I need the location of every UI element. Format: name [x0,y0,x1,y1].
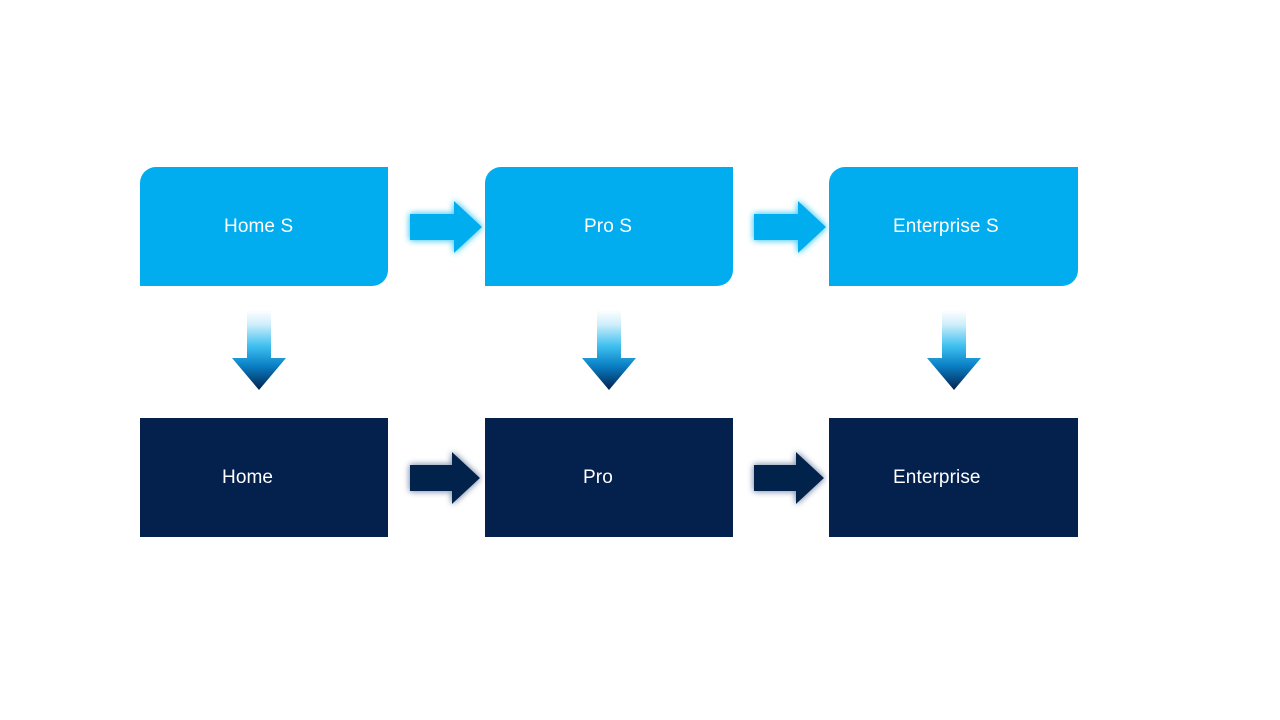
arrow-right-icon-pro-to-enterprise [748,447,828,509]
process-node-home-s[interactable]: Home S [140,167,388,286]
arrow-down-icon-pro-s-to-pro [578,310,640,392]
process-node-label: Home [222,466,274,488]
arrow-right-icon-home-s-to-pro-s [406,196,486,258]
process-node-pro[interactable]: Pro [485,418,733,537]
arrow-right-icon-home-to-pro [404,447,484,509]
process-node-label: Enterprise [893,466,981,488]
process-node-home[interactable]: Home [140,418,388,537]
arrow-down-icon-home-s-to-home [228,310,290,392]
process-node-label: Enterprise S [893,215,999,237]
process-node-pro-s[interactable]: Pro S [485,167,733,286]
arrow-right-icon-pro-s-to-enterprise-s [750,196,830,258]
process-node-label: Pro [583,466,613,488]
process-node-label: Home S [224,215,294,237]
process-node-enterprise-s[interactable]: Enterprise S [829,167,1078,286]
process-node-enterprise[interactable]: Enterprise [829,418,1078,537]
process-node-label: Pro S [584,215,633,237]
arrow-down-icon-enterprise-s-to-enterprise [923,310,985,392]
